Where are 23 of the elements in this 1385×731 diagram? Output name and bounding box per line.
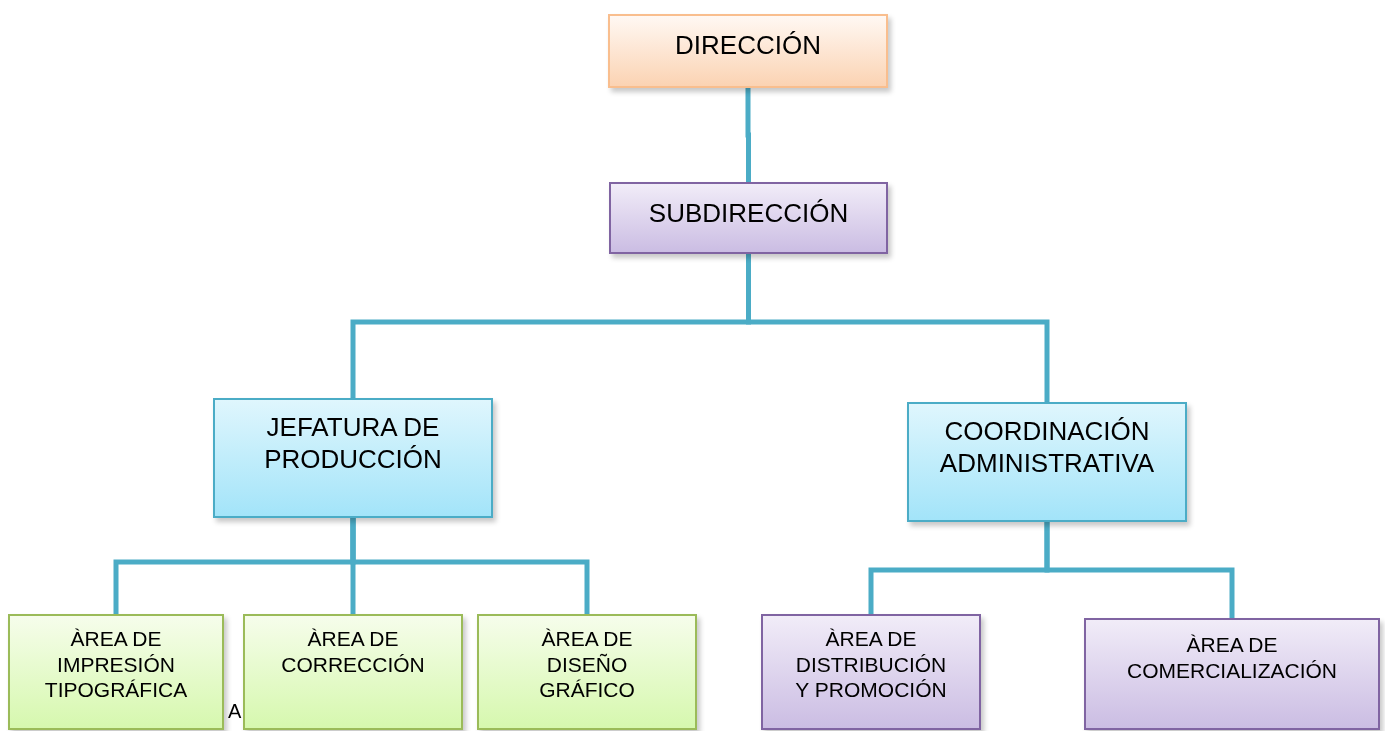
box-label: ÀREA DE DISEÑO GRÁFICO: [538, 626, 636, 703]
org-box: [608, 14, 888, 88]
box-label: ÀREA DE CORRECCIÓN: [280, 626, 426, 678]
connector-line: [1044, 522, 1235, 618]
org-box: [8, 614, 224, 730]
connector-line: [746, 254, 1050, 402]
box-label: COORDINACIÓN ADMINISTRATIVA: [938, 416, 1156, 480]
org-box: [761, 614, 981, 730]
box-label: SUBDIRECCIÓN: [648, 198, 849, 230]
text-fragment: A: [228, 700, 242, 722]
connector-line: [350, 518, 590, 614]
org-box: [213, 398, 493, 518]
box-label: JEFATURA DE PRODUCCIÓN: [263, 412, 443, 476]
box-label: ÀREA DE DISTRIBUCIÓN Y PROMOCIÓN: [794, 626, 948, 703]
org-box: [907, 402, 1187, 522]
box-label: DIRECCIÓN: [675, 30, 821, 62]
connector-line: [745, 88, 751, 182]
org-box: [243, 614, 463, 730]
box-label: ÀREA DE COMERCIALIZACIÓN: [1126, 632, 1338, 684]
org-box: [1084, 618, 1380, 730]
org-box: [477, 614, 697, 730]
org-box: [609, 182, 888, 254]
box-label: ÀREA DE IMPRESIÓN TIPOGRÁFICA: [43, 626, 189, 703]
